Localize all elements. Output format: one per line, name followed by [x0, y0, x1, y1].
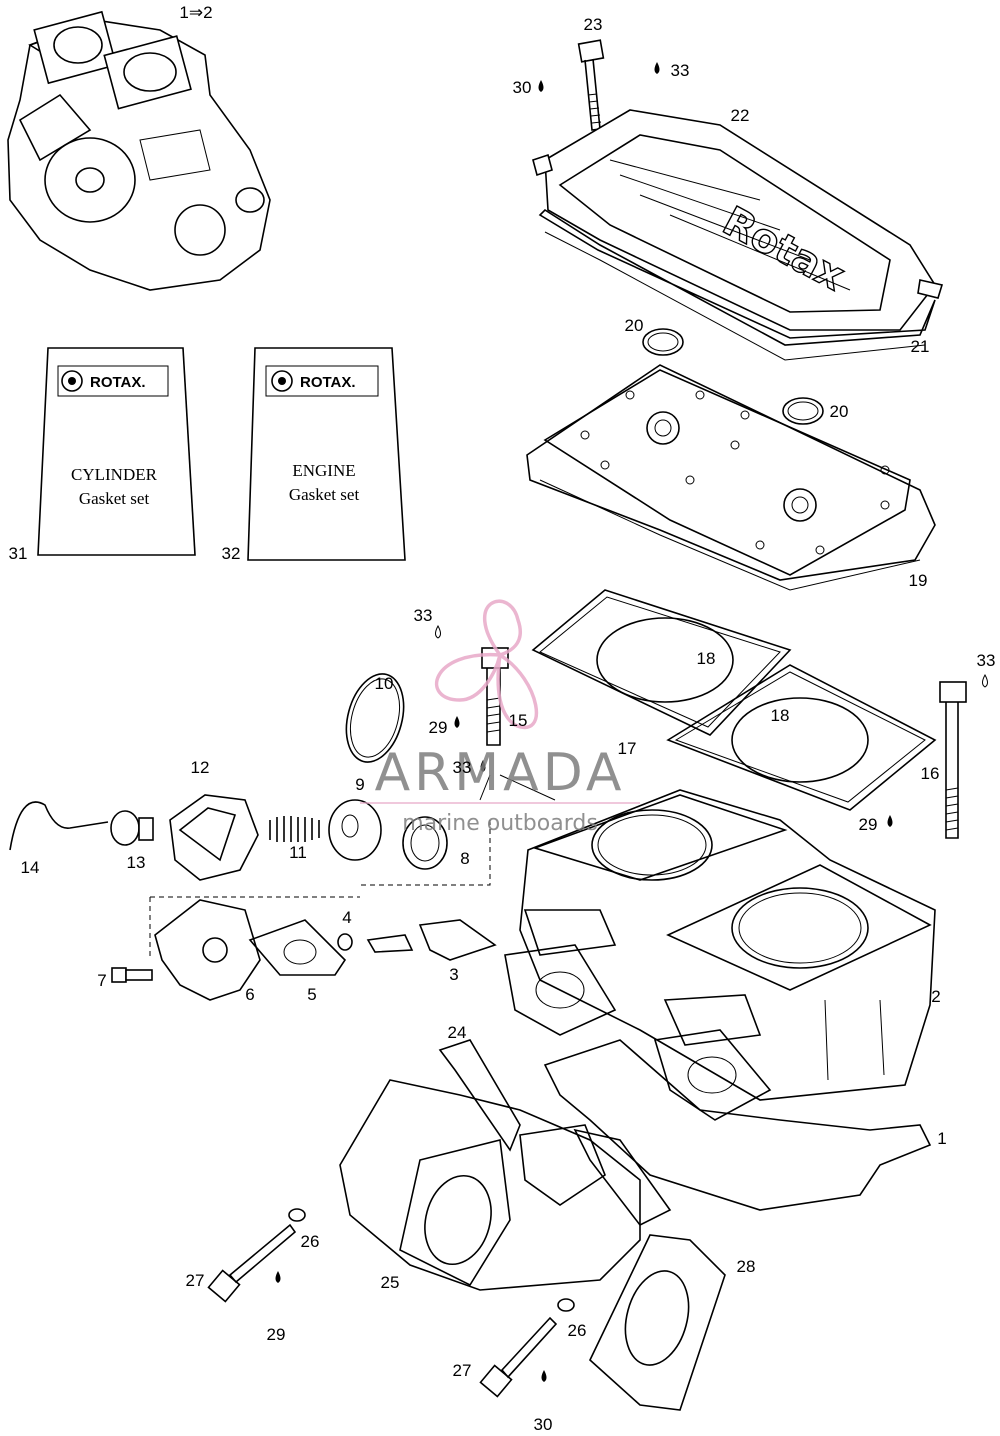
plug-13 — [110, 810, 154, 846]
o-ring-20b — [782, 397, 824, 425]
exhaust-bolt-27a — [207, 1223, 297, 1303]
spring-11 — [269, 816, 320, 842]
bolt-16 — [939, 681, 967, 839]
callout-7: 7 — [97, 971, 106, 990]
bolt-15 — [481, 647, 509, 746]
callout-labels: 1⇒2 23 30 33 22 20 21 20 31 32 19 33 18 … — [9, 3, 996, 1434]
o-ring-4 — [337, 933, 353, 951]
callout-26b: 26 — [568, 1321, 587, 1340]
watermark-subtitle: marine outboards — [402, 811, 598, 836]
callout-33c: 33 — [977, 651, 996, 670]
callout-12: 12 — [191, 758, 210, 777]
engine-gasket-set-box: ROTAX. ENGINE Gasket set — [247, 347, 406, 561]
callout-27b: 27 — [453, 1361, 472, 1380]
cylinder-kit-title: CYLINDER — [71, 465, 158, 484]
engine-kit-brand: ROTAX. — [300, 374, 356, 391]
engine-assembly-illustration — [7, 10, 271, 291]
o-ring-20a — [642, 328, 684, 356]
callout-32: 32 — [222, 544, 241, 563]
callout-33d: 33 — [453, 758, 472, 777]
callout-22: 22 — [731, 106, 750, 125]
callout-4: 4 — [342, 908, 351, 927]
callout-29a: 29 — [429, 718, 448, 737]
callout-3: 3 — [449, 965, 458, 984]
callout-1to2: 1⇒2 — [179, 3, 212, 22]
engine-kit-subtitle: Gasket set — [289, 485, 360, 504]
exhaust-bolt-27b — [479, 1316, 558, 1398]
callout-13: 13 — [127, 853, 146, 872]
callout-6: 6 — [245, 985, 254, 1004]
callout-8: 8 — [460, 849, 469, 868]
callout-20b: 20 — [830, 402, 849, 421]
pump-6 — [154, 899, 261, 1001]
callout-5: 5 — [307, 985, 316, 1004]
cylinder-head-19 — [526, 364, 936, 591]
washer-26a — [288, 1208, 306, 1222]
callout-29b: 29 — [859, 815, 878, 834]
exhaust-manifold-25 — [339, 1079, 641, 1291]
callout-18b: 18 — [771, 706, 790, 725]
callout-16: 16 — [921, 764, 940, 783]
callout-17: 17 — [618, 739, 637, 758]
shaft-3 — [366, 919, 497, 961]
callout-15: 15 — [509, 711, 528, 730]
cylinder-kit-subtitle: Gasket set — [79, 489, 150, 508]
screw-7 — [111, 967, 153, 983]
callout-31: 31 — [9, 544, 28, 563]
cylinder-block-2 — [504, 789, 936, 1121]
callout-18a: 18 — [697, 649, 716, 668]
callout-2: 2 — [931, 987, 940, 1006]
cylinder-kit-brand: ROTAX. — [90, 374, 146, 391]
callout-25: 25 — [381, 1273, 400, 1292]
drop-outline-icon — [435, 624, 988, 688]
callout-27a: 27 — [186, 1271, 205, 1290]
cylinder-gasket-set-box: ROTAX. CYLINDER Gasket set — [37, 347, 196, 556]
clip-14 — [9, 801, 109, 851]
callout-28: 28 — [737, 1257, 756, 1276]
callout-33a: 33 — [671, 61, 690, 80]
callout-19: 19 — [909, 571, 928, 590]
callout-30b: 30 — [534, 1415, 553, 1434]
callout-21: 21 — [911, 337, 930, 356]
callout-1: 1 — [937, 1129, 946, 1148]
head-gasket-18a — [531, 589, 792, 736]
exhaust-gasket-28 — [589, 1234, 726, 1411]
callout-14: 14 — [21, 858, 40, 877]
gasket-5 — [248, 919, 347, 976]
cylinder-head-cover-22: Rotax — [532, 109, 944, 331]
valve-9 — [328, 799, 382, 861]
o-ring-10 — [345, 673, 405, 763]
watermark-title: ARMADA — [375, 743, 626, 803]
drop-icon — [275, 62, 893, 1382]
base-gasket-1 — [543, 1039, 932, 1211]
seal-8 — [402, 816, 448, 870]
engine-kit-title: ENGINE — [292, 461, 355, 480]
armada-watermark: ARMADA marine outboards — [360, 599, 640, 836]
callout-30a: 30 — [513, 78, 532, 97]
callout-10: 10 — [375, 674, 394, 693]
callout-33b: 33 — [414, 606, 433, 625]
callout-11: 11 — [289, 843, 307, 862]
callout-23: 23 — [584, 15, 603, 34]
exhaust-gasket-24 — [438, 1039, 672, 1227]
callout-26a: 26 — [301, 1232, 320, 1251]
housing-12 — [169, 794, 259, 881]
callout-29c: 29 — [267, 1325, 286, 1344]
callout-24: 24 — [448, 1023, 467, 1042]
washer-26b — [557, 1298, 575, 1312]
cover-gasket-21 — [538, 208, 936, 346]
callout-9: 9 — [355, 775, 364, 794]
head-bolt-23 — [577, 39, 605, 131]
callout-20a: 20 — [625, 316, 644, 335]
head-gasket-18b — [666, 664, 937, 811]
